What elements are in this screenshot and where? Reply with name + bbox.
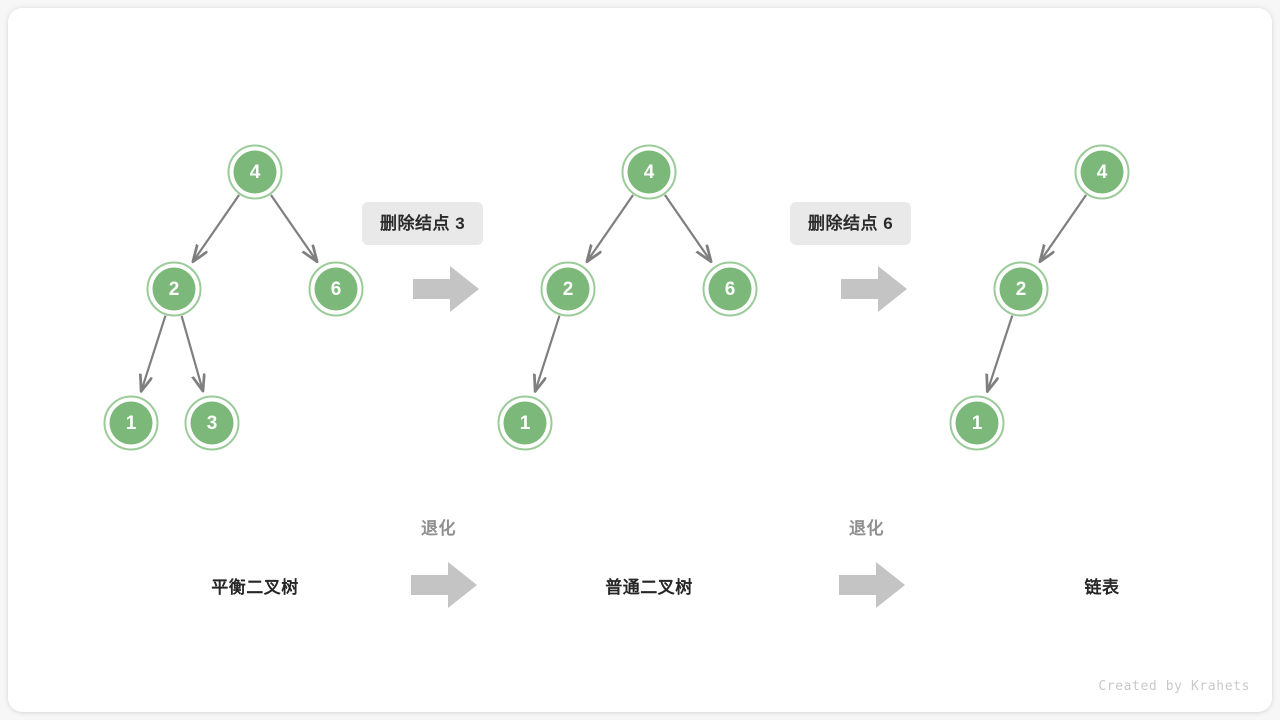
caption-ordinary-tree: 普通二叉树: [605, 578, 693, 597]
node-ring: [103, 395, 159, 451]
transition-arrow-icon-bottom-2: [839, 560, 905, 610]
node-ring: [497, 395, 553, 451]
step-chip-delete-3: 删除结点 3: [362, 202, 484, 245]
node-value-label: 1: [126, 413, 137, 434]
node-ring: [184, 395, 240, 451]
caption-linked-list: 链表: [1084, 578, 1120, 597]
node-disc: [999, 267, 1043, 311]
transition-arrow-icon-bottom-1: [411, 560, 477, 610]
node-disc: [503, 401, 547, 445]
edges-layer: [141, 194, 1087, 391]
node-disc: [955, 401, 999, 445]
tree-linkedlist-node-1: 1: [949, 395, 1005, 451]
nodes-layer: 4 2 6 1 3 4 2 6 1 4 2 1: [103, 144, 1130, 451]
tree-ordinary-node-2: 2: [540, 261, 596, 317]
node-disc: [1080, 150, 1124, 194]
tree-ordinary-node-1: 1: [497, 395, 553, 451]
tree-balanced-node-2: 2: [146, 261, 202, 317]
transition-arrow-icon-top-1: [413, 264, 479, 314]
tree-balanced-node-3: 3: [184, 395, 240, 451]
tree-linkedlist-node-2: 2: [993, 261, 1049, 317]
caption-balanced-tree: 平衡二叉树: [211, 578, 299, 597]
node-value-label: 4: [644, 162, 655, 183]
degeneration-label-2: 退化: [849, 519, 884, 538]
node-disc: [546, 267, 590, 311]
node-disc: [314, 267, 358, 311]
tree-balanced-node-4: 4: [227, 144, 283, 200]
node-disc: [708, 267, 752, 311]
node-value-label: 4: [250, 162, 261, 183]
node-disc: [233, 150, 277, 194]
node-value-label: 6: [331, 279, 342, 300]
tree-diagram: 4 2 6 1 3 4 2 6 1 4 2 1: [103, 144, 1130, 451]
tree-edge-2-to-1: [535, 315, 561, 391]
step-chip-delete-6: 删除结点 6: [790, 202, 912, 245]
degeneration-label-1: 退化: [421, 519, 456, 538]
node-ring: [146, 261, 202, 317]
node-ring: [621, 144, 677, 200]
node-disc: [190, 401, 234, 445]
node-value-label: 2: [1016, 279, 1027, 300]
tree-linkedlist-node-4: 4: [1074, 144, 1130, 200]
node-disc: [109, 401, 153, 445]
tree-edge-4-to-6: [664, 194, 711, 261]
figure-card: 4 2 6 1 3 4 2 6 1 4 2 1 删除结点 3 删除结点 6 退化 退化: [8, 8, 1272, 712]
node-ring: [227, 144, 283, 200]
node-value-label: 3: [207, 413, 218, 434]
node-value-label: 2: [169, 279, 180, 300]
tree-ordinary-node-4: 4: [621, 144, 677, 200]
tree-balanced-node-1: 1: [103, 395, 159, 451]
tree-edge-2-to-1: [988, 315, 1014, 391]
tree-edge-2-to-3: [180, 315, 203, 390]
node-value-label: 6: [725, 279, 736, 300]
node-ring: [702, 261, 758, 317]
tree-edge-4-to-2: [587, 194, 634, 261]
tree-edge-4-to-2: [193, 194, 240, 261]
tree-edge-4-to-2: [1040, 194, 1087, 261]
node-ring: [308, 261, 364, 317]
node-value-label: 4: [1097, 162, 1108, 183]
node-value-label: 1: [972, 413, 983, 434]
node-value-label: 2: [563, 279, 574, 300]
node-disc: [152, 267, 196, 311]
annotation-overlay: 删除结点 3 删除结点 6 退化 退化: [8, 8, 1272, 712]
tree-balanced-node-6: 6: [308, 261, 364, 317]
tree-edge-4-to-6: [270, 194, 317, 261]
node-disc: [627, 150, 671, 194]
node-ring: [949, 395, 1005, 451]
tree-ordinary-node-6: 6: [702, 261, 758, 317]
node-ring: [540, 261, 596, 317]
node-value-label: 1: [520, 413, 531, 434]
transition-arrow-icon-top-2: [841, 264, 907, 314]
node-ring: [993, 261, 1049, 317]
tree-edge-2-to-1: [141, 315, 167, 391]
node-ring: [1074, 144, 1130, 200]
credit-watermark: Created by Krahets: [1098, 679, 1250, 694]
